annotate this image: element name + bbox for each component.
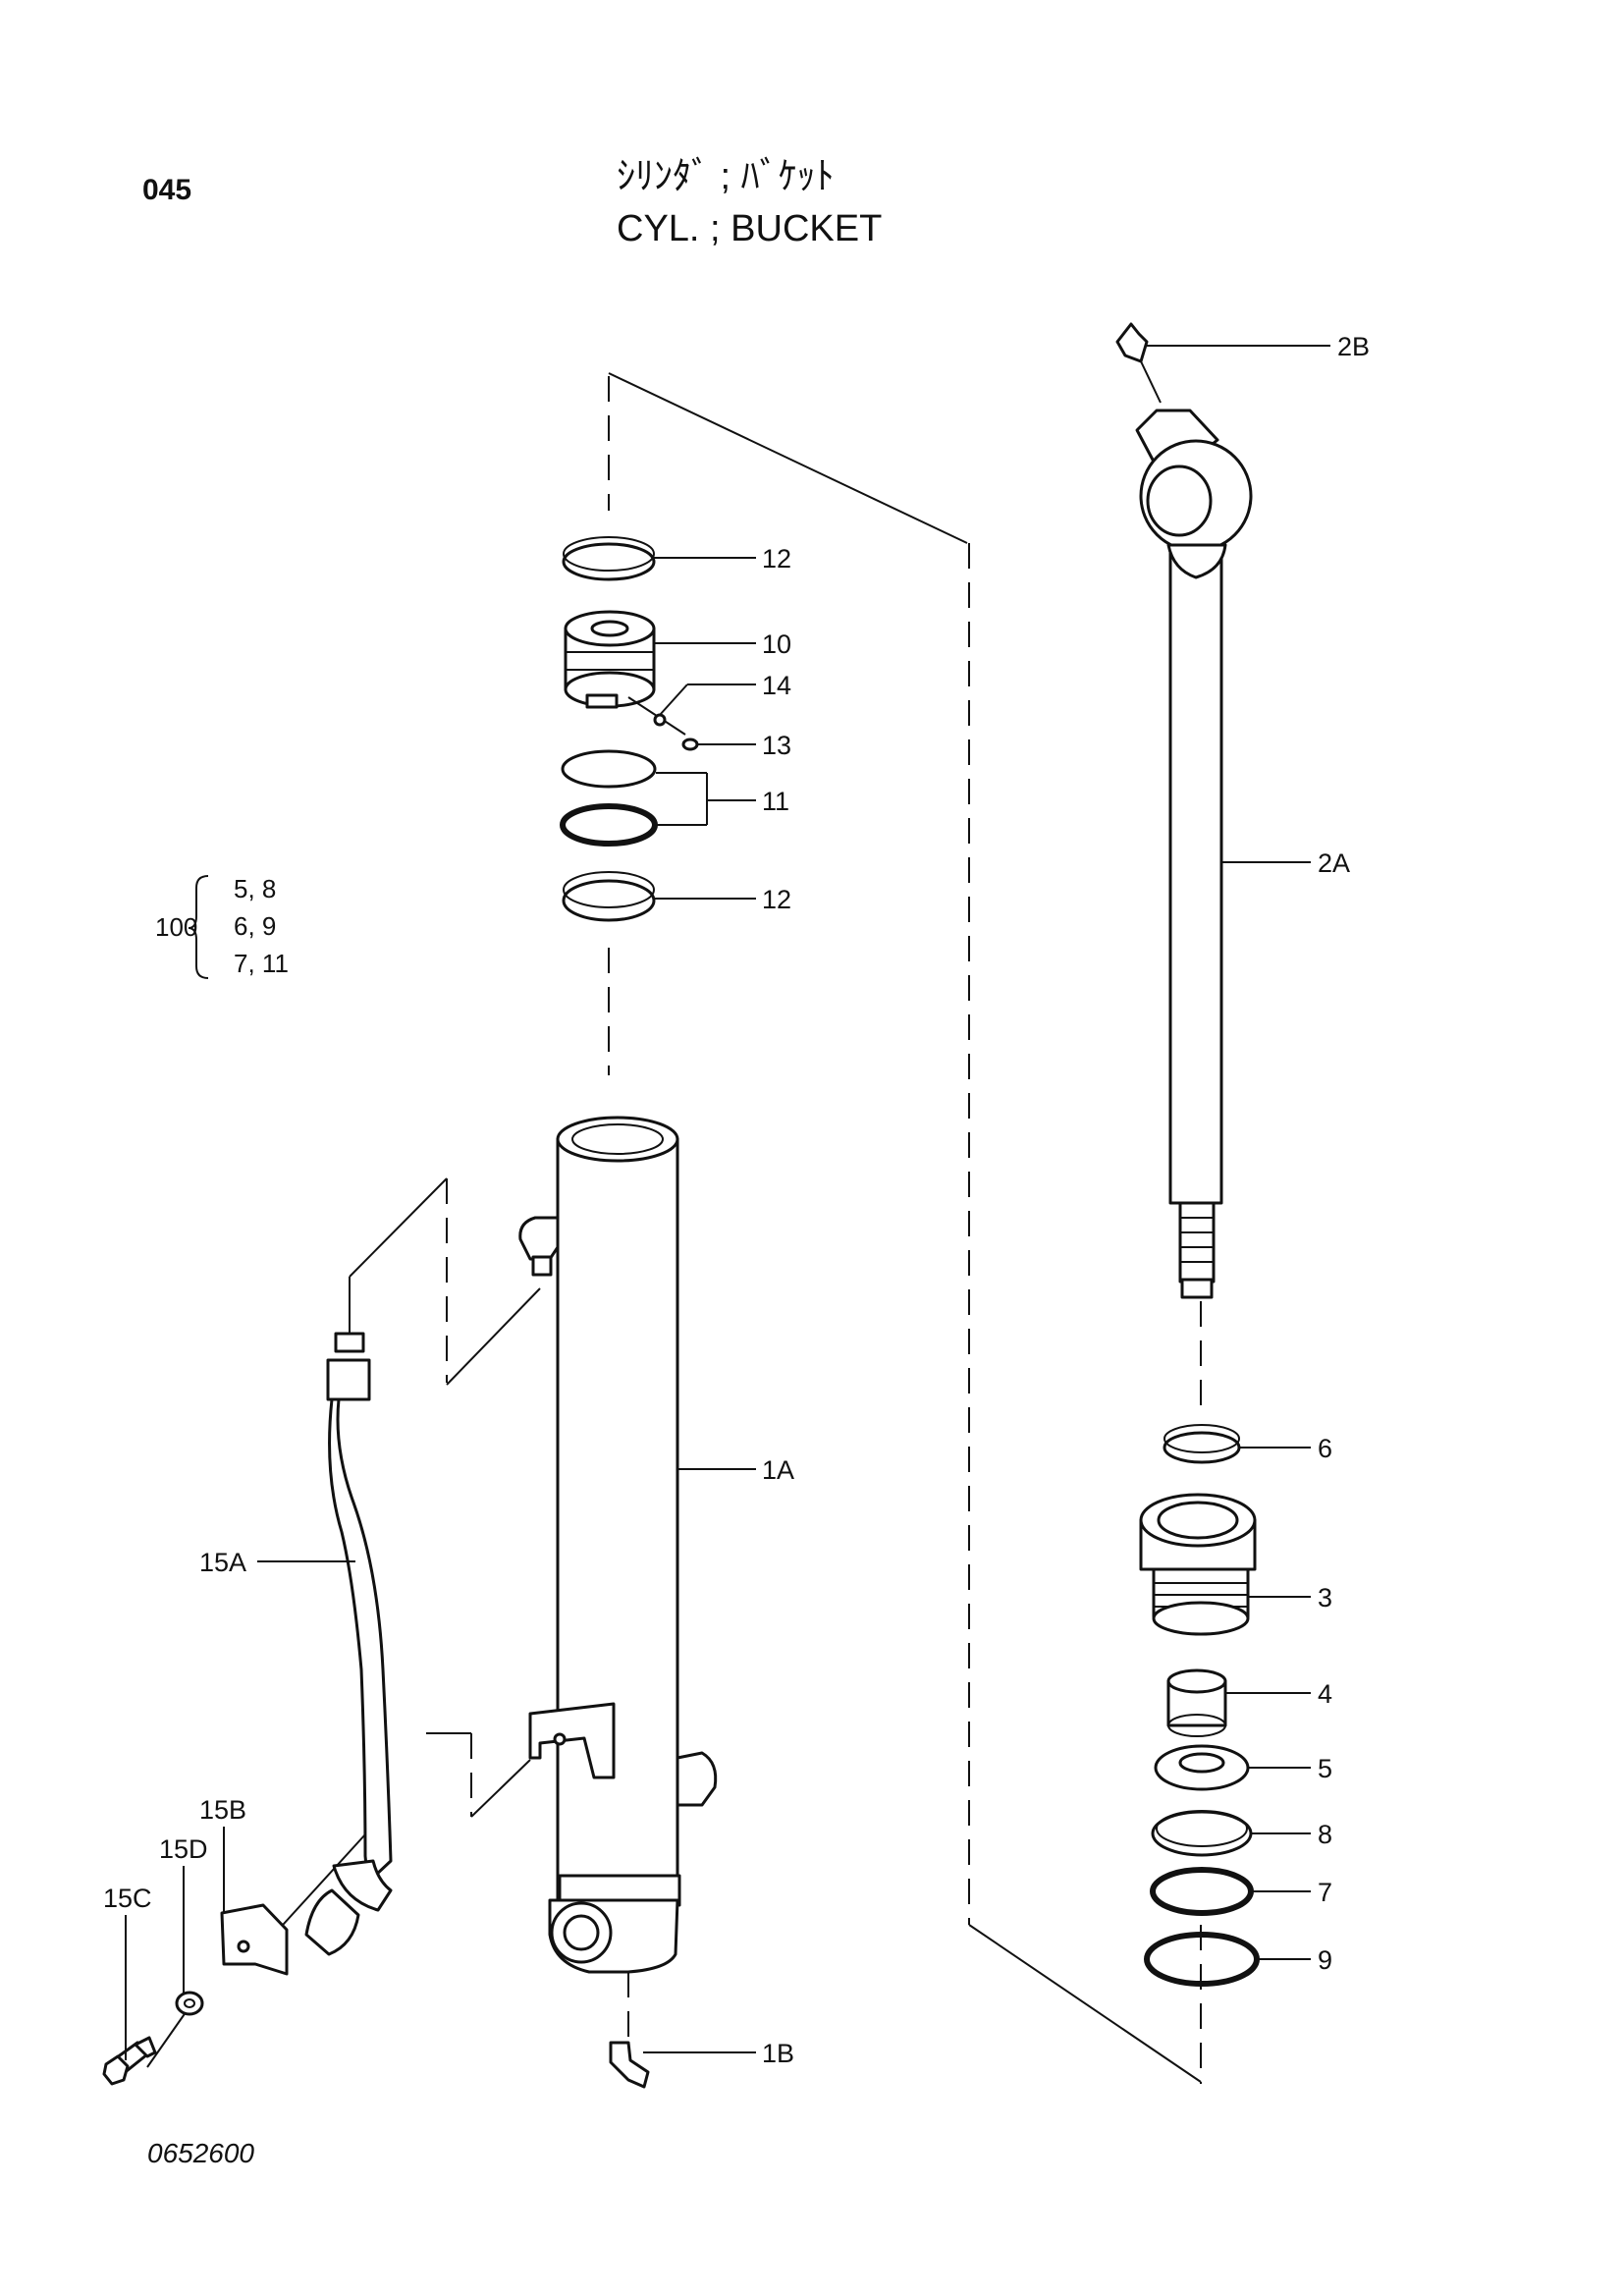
kit-brace <box>188 875 209 979</box>
label-1a: 1A <box>762 1455 794 1485</box>
label-3: 3 <box>1318 1583 1332 1613</box>
label-14: 14 <box>762 671 791 700</box>
label-15d: 15D <box>159 1834 208 1864</box>
label-6: 6 <box>1318 1434 1332 1463</box>
label-12-lower: 12 <box>762 885 791 914</box>
dust-seal-6 <box>1163 1424 1241 1464</box>
label-2a: 2A <box>1318 848 1350 878</box>
label-4: 4 <box>1318 1679 1332 1709</box>
cylinder-tube-1a <box>518 1116 718 1974</box>
leader-lines <box>125 345 1330 2060</box>
title-english: CYL. ; BUCKET <box>617 208 882 249</box>
assembly-lines <box>146 372 1202 2084</box>
figure-number: 0652600 <box>147 2138 254 2168</box>
wear-ring-12-lower <box>562 871 656 922</box>
hose-15a <box>304 1332 393 1956</box>
seal-11 <box>560 749 658 847</box>
label-5: 5 <box>1318 1754 1332 1783</box>
bushing-4 <box>1166 1668 1227 1737</box>
u-ring-8 <box>1151 1810 1253 1857</box>
grease-fitting-2b <box>1115 322 1162 404</box>
kit-row-1: 5, 8 <box>234 874 276 903</box>
wear-ring-12-upper <box>562 536 656 581</box>
label-2b: 2B <box>1337 332 1370 361</box>
piston-stack <box>560 536 699 922</box>
label-15b: 15B <box>199 1795 246 1825</box>
rod-cover-3 <box>1139 1493 1257 1636</box>
screw-13 <box>681 738 699 751</box>
piston-rod-2a <box>1135 409 1253 1299</box>
seal-kit-note: 100 5, 8 6, 9 7, 11 <box>155 874 289 979</box>
kit-row-2: 6, 9 <box>234 911 276 941</box>
label-7: 7 <box>1318 1878 1332 1907</box>
label-12-upper: 12 <box>762 544 791 574</box>
label-9: 9 <box>1318 1945 1332 1975</box>
piston-10 <box>564 610 656 709</box>
label-10: 10 <box>762 629 791 659</box>
label-11: 11 <box>762 787 789 816</box>
grease-fitting-1b <box>609 2041 650 2089</box>
clamp-15b <box>220 1903 289 1976</box>
ball-14 <box>653 713 667 727</box>
label-8: 8 <box>1318 1820 1332 1849</box>
washer-15d <box>175 1991 204 2016</box>
title-japanese: ｼﾘﾝﾀﾞ ; ﾊﾞｹｯﾄ <box>617 156 835 197</box>
callout-labels: 12 10 14 13 11 12 1A 1B 15A 15B 15D 15C … <box>103 332 1370 2068</box>
label-15c: 15C <box>103 1884 152 1913</box>
page-code: 045 <box>142 174 191 206</box>
o-ring-7 <box>1150 1867 1254 1916</box>
bolt-15c <box>102 2036 157 2086</box>
kit-row-3: 7, 11 <box>234 949 289 978</box>
label-15a: 15A <box>199 1548 246 1577</box>
label-1b: 1B <box>762 2039 794 2068</box>
label-13: 13 <box>762 731 791 760</box>
buffer-ring-5 <box>1154 1744 1250 1791</box>
